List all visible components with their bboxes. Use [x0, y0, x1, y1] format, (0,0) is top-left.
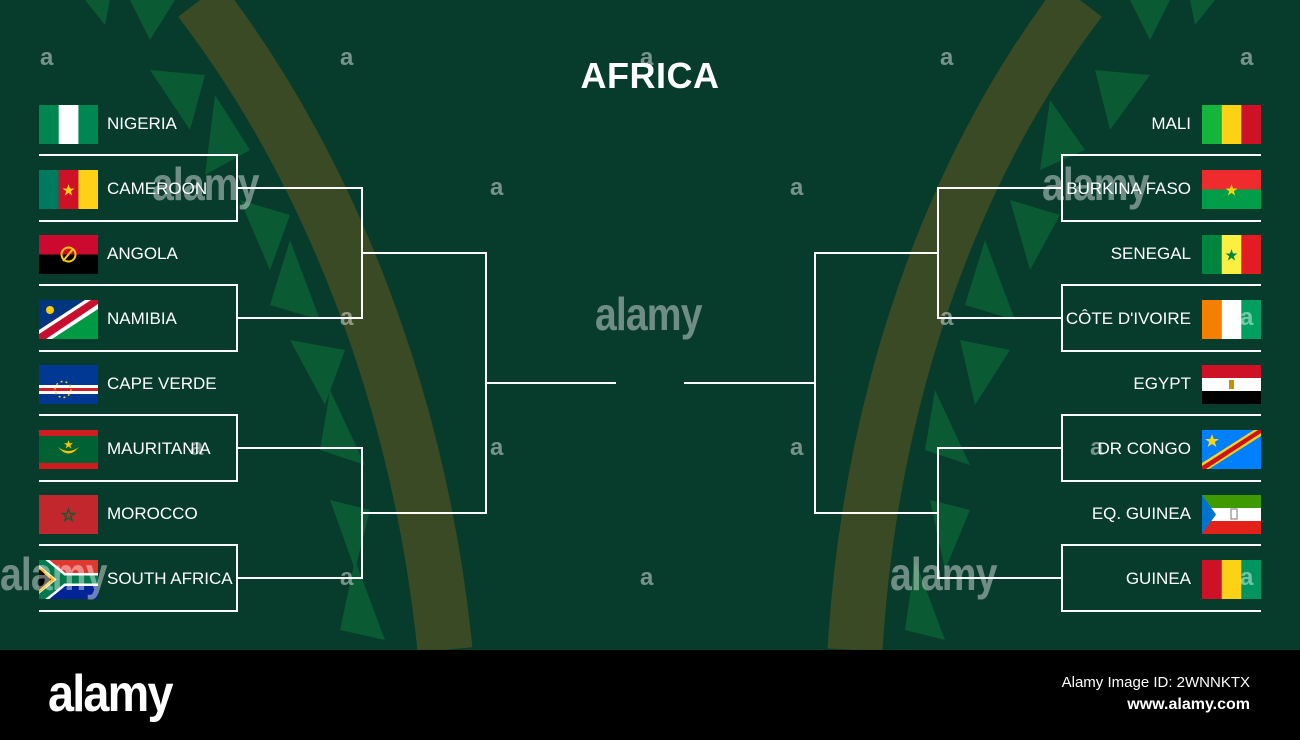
- team-name: CÔTE D'IVOIRE: [1065, 309, 1191, 328]
- right-triangles: [905, 0, 1215, 640]
- watermark-glyph: a: [940, 44, 954, 71]
- team-name: MAURITANIA: [107, 439, 211, 458]
- watermark-glyph: a: [790, 174, 804, 201]
- watermark-glyph: a: [490, 434, 504, 461]
- watermark-glyph: a: [1240, 304, 1254, 331]
- team-row-south-africa: SOUTH AFRICA: [39, 559, 233, 599]
- team-row-equatorial-guinea: EQ. GUINEA: [1092, 494, 1261, 534]
- team-row-burkina-faso: BURKINA FASO: [1066, 169, 1261, 209]
- watermark-glyph: a: [340, 564, 354, 591]
- egypt-flag-icon: [1202, 364, 1261, 404]
- watermark-glyph: a: [340, 304, 354, 331]
- team-name: ANGOLA: [107, 244, 178, 263]
- left-r2-bracket-2: [237, 447, 363, 579]
- burkina-faso-flag-icon: [1202, 169, 1261, 209]
- watermark-glyph: a: [1090, 434, 1104, 461]
- watermark-glyph: a: [940, 304, 954, 331]
- watermark-glyph: a: [190, 434, 204, 461]
- team-name: CAPE VERDE: [107, 374, 217, 393]
- cape-verde-flag-icon: [39, 364, 98, 404]
- senegal-flag-icon: [1202, 234, 1261, 274]
- team-name: EGYPT: [1133, 374, 1191, 393]
- team-name: DR CONGO: [1097, 439, 1192, 458]
- watermark-glyph: a: [640, 44, 654, 71]
- footer-logo: alamy: [48, 665, 174, 723]
- team-row-guinea: GUINEA: [1126, 559, 1261, 599]
- team-name: MOROCCO: [107, 504, 198, 523]
- team-name: NAMIBIA: [107, 309, 177, 328]
- team-name: CAMEROON: [107, 179, 208, 198]
- south-africa-flag-icon: [39, 559, 98, 599]
- watermark-logo: alamy: [152, 158, 259, 210]
- team-name: SENEGAL: [1110, 244, 1191, 263]
- watermark-glyph: a: [640, 564, 654, 591]
- morocco-flag-icon: [39, 494, 98, 534]
- watermark-logo: alamy: [1042, 158, 1149, 210]
- watermark-glyph: a: [490, 174, 504, 201]
- page-title: AFRICA: [580, 55, 720, 96]
- team-name: MALI: [1151, 114, 1191, 133]
- team-row-mali: MALI: [1151, 104, 1261, 144]
- image-id: Alamy Image ID: 2WNNKTX: [1061, 674, 1250, 691]
- cote-divoire-flag-icon: [1202, 299, 1261, 339]
- team-name: EQ. GUINEA: [1091, 504, 1191, 523]
- watermark-glyph: a: [790, 434, 804, 461]
- team-row-angola: ANGOLA: [39, 234, 178, 274]
- mauritania-flag-icon: [39, 429, 98, 469]
- watermark-logo: alamy: [890, 548, 997, 600]
- left-r3-bracket: [362, 252, 487, 514]
- team-row-cameroon: CAMEROON: [39, 169, 207, 209]
- team-name: NIGERIA: [107, 114, 177, 133]
- right-arc: [827, 0, 1102, 650]
- angola-flag-icon: [39, 234, 98, 274]
- team-row-egypt: EGYPT: [1133, 364, 1261, 404]
- bracket-stage: AFRICA NIGERIA CAMEROON ANGOLA NAMIBIA: [0, 0, 1300, 650]
- watermark-glyph: a: [40, 44, 54, 71]
- team-row-senegal: SENEGAL: [1111, 234, 1261, 274]
- team-row-mauritania: MAURITANIA: [39, 429, 211, 469]
- team-row-nigeria: NIGERIA: [39, 104, 177, 144]
- team-name: GUINEA: [1125, 569, 1191, 588]
- watermark-logo: alamy: [595, 288, 702, 340]
- team-row-dr-congo: DR CONGO: [1097, 429, 1261, 469]
- watermark-glyph: a: [340, 44, 354, 71]
- nigeria-flag-icon: [39, 104, 98, 144]
- footer-bar: alamy Alamy Image ID: 2WNNKTX www.alamy.…: [0, 650, 1300, 740]
- equatorial-guinea-flag-icon: [1202, 494, 1261, 534]
- mali-flag-icon: [1202, 104, 1261, 144]
- site-url: www.alamy.com: [1127, 696, 1250, 713]
- team-name: SOUTH AFRICA: [107, 569, 233, 588]
- cameroon-flag-icon: [39, 169, 98, 209]
- right-r3-bracket: [814, 252, 938, 514]
- watermark-logo: alamy: [0, 548, 107, 600]
- team-row-cape-verde: CAPE VERDE: [39, 364, 217, 404]
- watermark-glyph: a: [1240, 44, 1254, 71]
- team-row-morocco: MOROCCO: [39, 494, 198, 534]
- guinea-flag-icon: [1202, 559, 1261, 599]
- watermark-glyph: a: [1240, 564, 1254, 591]
- tournament-bracket: [39, 154, 1261, 612]
- namibia-flag-icon: [39, 299, 98, 339]
- dr-congo-flag-icon: [1202, 429, 1261, 469]
- team-row-cote-divoire: CÔTE D'IVOIRE: [1066, 299, 1261, 339]
- team-row-namibia: NAMIBIA: [39, 299, 177, 339]
- team-name: BURKINA FASO: [1066, 179, 1191, 198]
